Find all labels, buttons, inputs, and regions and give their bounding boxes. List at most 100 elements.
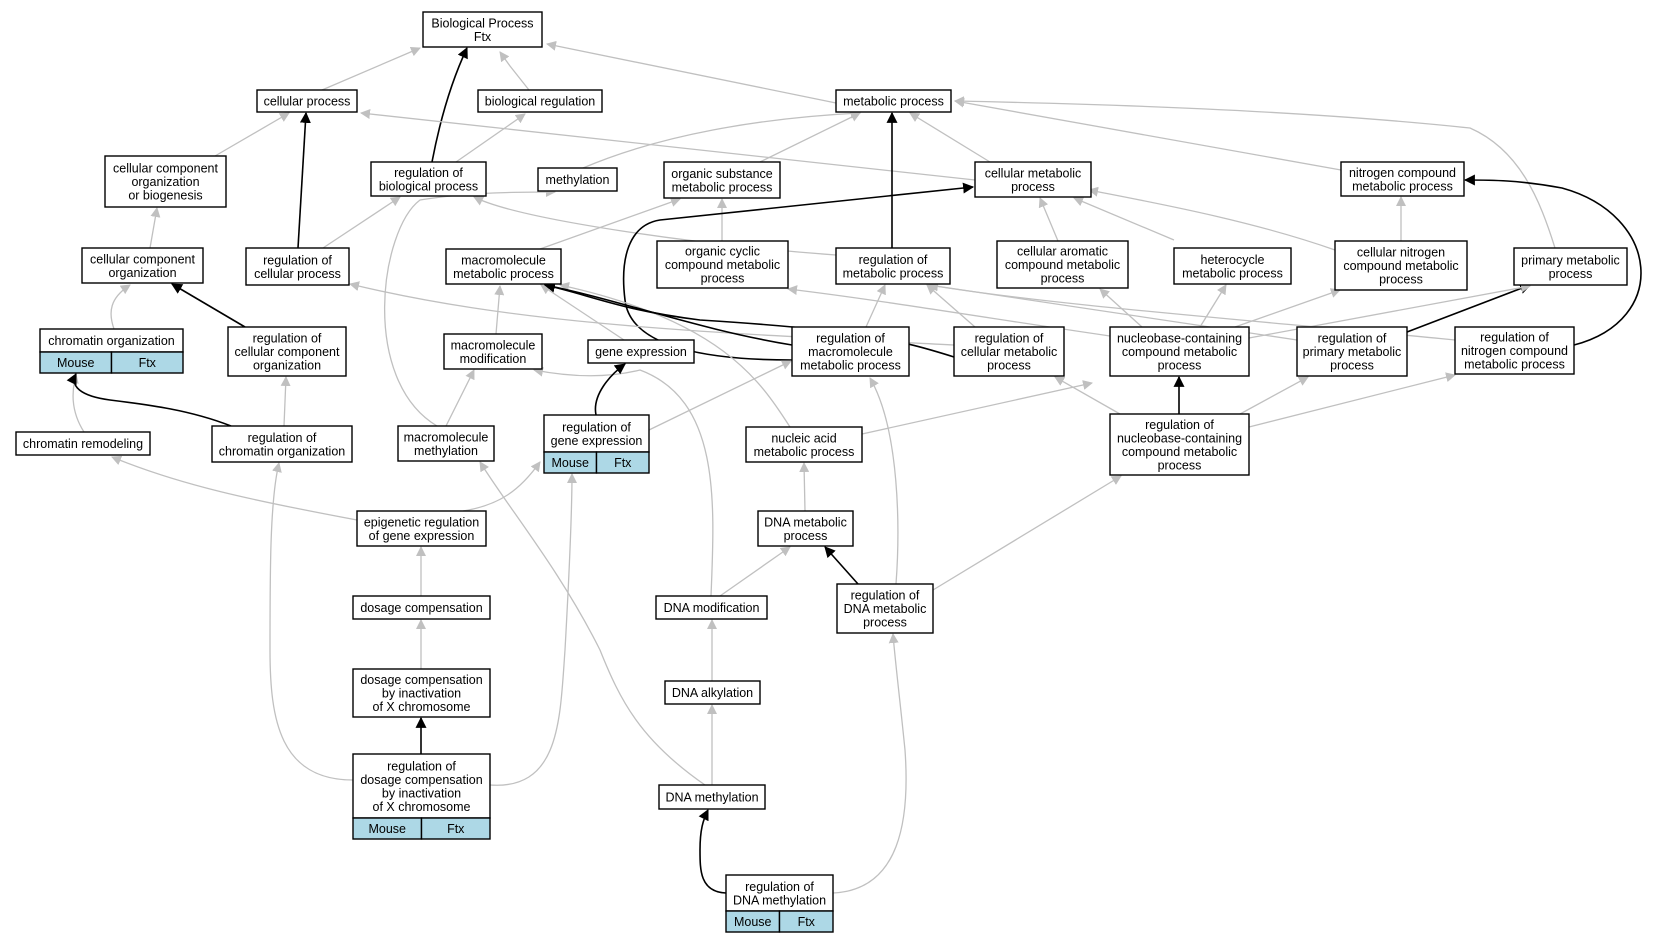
node-label-line: process: [784, 529, 828, 543]
node-label-line: metabolic process: [1182, 266, 1283, 280]
node-label-line: process: [1041, 272, 1085, 286]
node-label-line: macromolecule: [451, 338, 536, 352]
node-label-line: cellular metabolic: [985, 166, 1082, 180]
node-label-line: compound metabolic: [1122, 445, 1237, 459]
node-label-line: process: [1379, 273, 1423, 287]
node-label-line: metabolic process: [754, 445, 855, 459]
node-label-line: cellular nitrogen: [1357, 246, 1445, 260]
edge-rdnamp-to-rmmp: [869, 377, 899, 585]
go-term-node[interactable]: gene expression: [587, 339, 695, 364]
edge-rdnameth-to-rdnamp: [832, 633, 907, 894]
node-label-line: nucleobase-containing: [1117, 431, 1242, 445]
node-label-line: cellular process: [254, 267, 341, 281]
node-box: [356, 510, 487, 547]
node-label-line: epigenetic regulation: [364, 515, 479, 529]
node-label-line: modification: [460, 352, 527, 366]
node-label-line: biological process: [379, 179, 478, 193]
annotation-label: Mouse: [57, 356, 95, 370]
edge-cmp-to-mp: [909, 112, 991, 163]
annotation-cell: [778, 910, 834, 933]
node-box: [245, 247, 350, 286]
node-label-line: process: [1158, 359, 1202, 373]
node-label-line: metabolic process: [843, 95, 944, 109]
node-label-line: nitrogen compound: [1349, 166, 1456, 180]
annotation-label: Mouse: [734, 915, 772, 929]
go-term-node[interactable]: DNA methylation: [658, 784, 766, 810]
node-label-line: by inactivation: [382, 786, 461, 800]
node-box: [974, 161, 1092, 198]
node-label-line: process: [1011, 180, 1055, 194]
go-term-node[interactable]: biological regulation: [477, 89, 603, 113]
node-label-line: or biogenesis: [128, 189, 202, 203]
node-label-line: heterocycle: [1201, 253, 1265, 267]
edge-mmp-to-osmp: [539, 197, 681, 250]
node-box: [1454, 326, 1575, 375]
go-term-node[interactable]: cellular process: [256, 89, 358, 113]
edge-namp-to-mmp: [559, 282, 791, 428]
node-box: [835, 247, 951, 285]
node-label-line: primary metabolic: [1303, 345, 1402, 359]
edge-rnbcmp-to-rncmp: [1248, 372, 1456, 428]
node-box: [397, 425, 495, 462]
node-box: [658, 784, 766, 810]
edge-dnameth-to-mmeth: [479, 461, 706, 786]
node-box: [227, 326, 347, 377]
go-term-node[interactable]: regulation ofnucleobase-containingcompou…: [1109, 413, 1250, 476]
node-box: [537, 167, 618, 192]
annotation-label: Ftx: [447, 822, 465, 836]
node-box: [655, 595, 768, 620]
go-term-node[interactable]: DNA modification: [655, 595, 768, 620]
node-box: [791, 326, 910, 377]
node-label-line: dosage compensation: [360, 773, 482, 787]
go-term-node[interactable]: chromatin remodeling: [15, 431, 151, 456]
node-box: [656, 240, 789, 289]
node-box: [256, 89, 358, 113]
node-label-line: metabolic process: [1464, 358, 1565, 372]
node-label-line: nucleobase-containing: [1117, 332, 1242, 346]
edge-mmod-to-mmp: [494, 285, 505, 335]
go-term-node[interactable]: metabolic process: [835, 89, 952, 113]
go-term-node[interactable]: methylation: [537, 167, 618, 192]
go-term-node[interactable]: DNA alkylation: [664, 680, 761, 705]
node-label-line: gene expression: [551, 434, 643, 448]
node-label-line: nitrogen compound: [1461, 344, 1568, 358]
node-label-line: process: [701, 272, 745, 286]
go-term-node[interactable]: dosage compensation: [352, 595, 491, 620]
node-label-line: cellular component: [235, 345, 340, 359]
node-box: [352, 753, 491, 819]
